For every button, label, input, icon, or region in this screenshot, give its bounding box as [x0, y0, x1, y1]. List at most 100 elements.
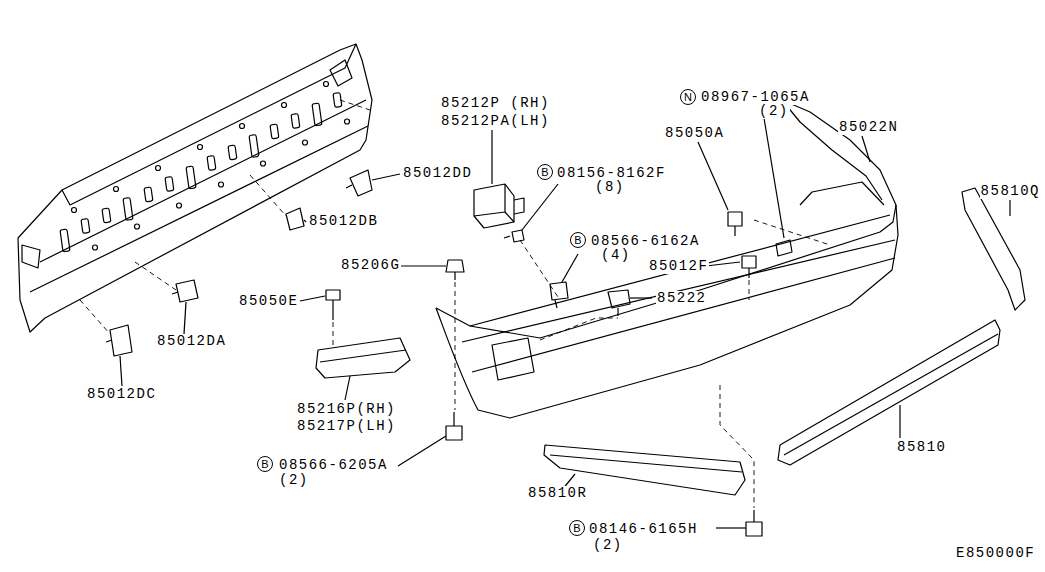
sensor-and-fasteners [326, 290, 340, 320]
rear-panel [22, 245, 40, 268]
sensor-and-fasteners [504, 230, 524, 242]
assembly-lines [749, 280, 750, 300]
bumper-strips [784, 334, 998, 455]
bumper-strips [316, 338, 410, 378]
leader-lines [300, 296, 325, 301]
assembly-lines [455, 282, 456, 410]
part-number: 08967-1065A [700, 90, 811, 105]
circled-letter: B [570, 232, 586, 248]
panel-holes [198, 145, 203, 150]
part-number: 85222 [656, 291, 708, 306]
circled-letter: B [569, 520, 585, 536]
panel-holes [282, 103, 287, 108]
part-number: 85012DA [156, 334, 227, 349]
bumper-strips [316, 188, 1025, 495]
assembly-lines [80, 100, 830, 508]
circled-letter-text: N [684, 92, 692, 103]
part-number: 08566-6162A [590, 234, 701, 249]
leader-lines [184, 302, 186, 334]
panel-holes [186, 166, 196, 189]
part-number: 85217P(LH) [296, 419, 397, 434]
bumper-fascia [782, 100, 882, 200]
panel-holes [261, 161, 266, 166]
sensor-and-fasteners [746, 510, 762, 536]
circled-letter-text: B [574, 235, 581, 246]
panel-clips [346, 170, 372, 196]
leader-lines [398, 436, 446, 466]
part-number: 85012DB [308, 214, 379, 229]
panel-holes [324, 82, 329, 87]
panel-holes [60, 82, 350, 252]
circled-letter: B [257, 456, 273, 472]
panel-clips [106, 325, 132, 356]
assembly-lines [80, 300, 110, 334]
part-number: 08156-8162F [556, 166, 667, 181]
leader-lines [1009, 200, 1010, 216]
bumper-fascia [492, 338, 534, 380]
part-number: 85012F [648, 259, 709, 274]
sensor-and-fasteners [550, 282, 568, 308]
sensor-and-fasteners [474, 184, 514, 228]
panel-clips [286, 208, 304, 230]
part-number: 85012DC [86, 387, 157, 402]
assembly-lines [520, 240, 560, 300]
panel-holes [114, 187, 119, 192]
panel-holes [60, 229, 70, 252]
leader-lines [345, 376, 350, 400]
rear-panel [18, 44, 372, 332]
bumper-fascia [472, 258, 895, 372]
rear-panel [330, 60, 352, 86]
bumper-fascia [436, 100, 898, 418]
panel-holes [102, 208, 111, 223]
part-number: 85810Q [980, 184, 1041, 199]
part-number: 85050A [664, 126, 725, 141]
part-number: (2) [278, 473, 310, 488]
circled-letter: B [537, 164, 553, 180]
circled-letter-text: B [541, 167, 548, 178]
part-number: 85012DD [402, 166, 473, 181]
bumper-strips [778, 320, 1000, 465]
panel-holes [228, 145, 237, 160]
panel-holes [156, 166, 161, 171]
panel-holes [135, 224, 140, 229]
bumper-strips [320, 350, 406, 362]
leader-lines [522, 184, 558, 230]
panel-holes [270, 124, 279, 139]
part-number: 85216P(RH) [296, 402, 397, 417]
part-number: 85212P (RH) [440, 96, 551, 111]
leader-lines [120, 118, 1010, 528]
part-number: 08566-6205A [278, 458, 389, 473]
leader-lines [120, 356, 122, 386]
assembly-lines [754, 220, 830, 245]
sensor-and-fasteners [326, 184, 792, 536]
bumper-fascia [436, 205, 898, 418]
sensor-and-fasteners [446, 412, 462, 440]
leader-lines [491, 130, 492, 184]
part-number: (4) [600, 248, 632, 263]
rear-panel [30, 126, 368, 292]
panel-holes [93, 245, 98, 250]
leader-lines [630, 297, 652, 298]
panel-holes [291, 114, 300, 129]
part-number: (2) [592, 538, 624, 553]
circled-letter-text: B [261, 459, 268, 470]
part-number: 08146-6165H [588, 522, 699, 537]
assembly-lines [540, 318, 618, 340]
panel-holes [345, 119, 350, 124]
panel-clips [172, 280, 198, 302]
panel-holes [312, 103, 322, 126]
leader-lines [372, 174, 400, 180]
assembly-lines [720, 385, 754, 508]
panel-holes [144, 187, 153, 202]
panel-holes [81, 219, 90, 234]
part-number: 85810 [896, 440, 948, 455]
part-number: 85810R [527, 486, 588, 501]
sensor-and-fasteners [446, 260, 464, 280]
assembly-lines [135, 262, 176, 290]
panel-holes [165, 177, 174, 192]
panel-holes [72, 208, 77, 213]
part-number: 85212PA(LH) [440, 114, 551, 129]
panel-holes [240, 124, 245, 129]
assembly-lines [340, 100, 370, 110]
